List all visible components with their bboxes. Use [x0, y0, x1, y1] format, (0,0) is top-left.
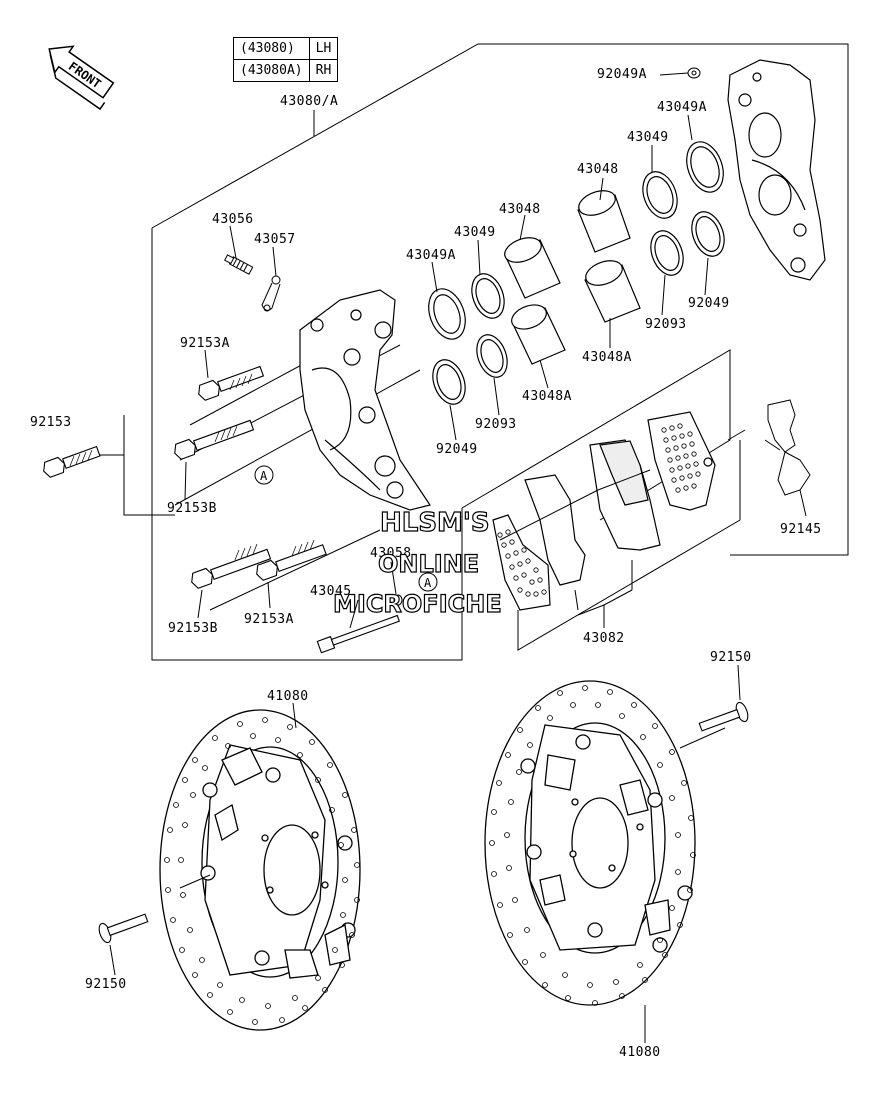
ref-mark-a-1: A [260, 469, 268, 483]
label-92093-middle: 92093 [475, 417, 517, 432]
label-41080-left: 41080 [267, 689, 309, 704]
nut-92049a [687, 67, 701, 79]
label-92153: 92153 [30, 415, 72, 430]
bleed-cap [261, 275, 281, 312]
label-43049a-right: 43049A [657, 100, 707, 115]
label-92150-left: 92150 [85, 977, 127, 992]
label-92145: 92145 [780, 522, 822, 537]
label-43049-middle: 43049 [454, 225, 496, 240]
seals-and-pistons [428, 141, 725, 405]
bleed-valve [224, 254, 254, 275]
front-arrow-icon: FRONT [48, 45, 115, 111]
watermark-line-1: HLSM'S [379, 507, 490, 538]
caliper-assembly-outline [151, 43, 849, 661]
legend-side: RH [308, 59, 339, 82]
label-43049-right: 43049 [627, 130, 669, 145]
label-43058: 43058 [370, 546, 412, 561]
label-92150-right: 92150 [710, 650, 752, 665]
disc-bolts [98, 701, 749, 944]
label-43056: 43056 [212, 212, 254, 227]
watermark-line-3: MICROFICHE [332, 589, 502, 618]
label-92153a-bottom: 92153A [244, 612, 294, 627]
label-43048a-middle: 43048A [522, 389, 572, 404]
watermark-line-2: ONLINE [377, 549, 480, 578]
caliper-bolts [43, 365, 403, 654]
label-92153a-top: 92153A [180, 336, 230, 351]
legend-side: LH [308, 37, 339, 60]
label-92049a: 92049A [597, 67, 647, 82]
legend-row: (43080) LH [233, 37, 339, 60]
label-92049-middle: 92049 [436, 442, 478, 457]
label-92153b-top: 92153B [167, 501, 217, 516]
left-brake-disc [159, 709, 361, 1031]
pad-shim-holes [497, 423, 701, 597]
brake-pads [492, 411, 716, 611]
label-43048a-right: 43048A [582, 350, 632, 365]
legend-part: (43080A) [233, 59, 310, 82]
label-43049a-middle: 43049A [406, 248, 456, 263]
label-92153b-bottom: 92153B [168, 621, 218, 636]
label-43057: 43057 [254, 232, 296, 247]
ref-mark-a-2: A [424, 576, 432, 590]
right-caliper-body [727, 59, 826, 281]
ref-mark-a: A A [254, 465, 438, 592]
label-43045: 43045 [310, 584, 352, 599]
right-brake-disc [484, 680, 696, 1006]
legend-row: (43080A) RH [233, 59, 339, 82]
label-43048-right: 43048 [577, 162, 619, 177]
leader-lines [109, 72, 807, 1043]
label-43080-a: 43080/A [280, 94, 339, 109]
label-43048-middle: 43048 [499, 202, 541, 217]
side-legend-table: (43080) LH (43080A) RH [233, 37, 339, 82]
label-92049-right: 92049 [688, 296, 730, 311]
left-caliper-body [299, 289, 431, 511]
right-disc-drill-holes [489, 685, 696, 1006]
pad-spring [767, 399, 811, 496]
label-41080-right: 41080 [619, 1045, 661, 1060]
legend-part: (43080) [233, 37, 310, 60]
left-disc-drill-holes [164, 717, 360, 1025]
label-43082: 43082 [583, 631, 625, 646]
bolt-thread-hatching [69, 373, 315, 561]
label-92093-right: 92093 [645, 317, 687, 332]
